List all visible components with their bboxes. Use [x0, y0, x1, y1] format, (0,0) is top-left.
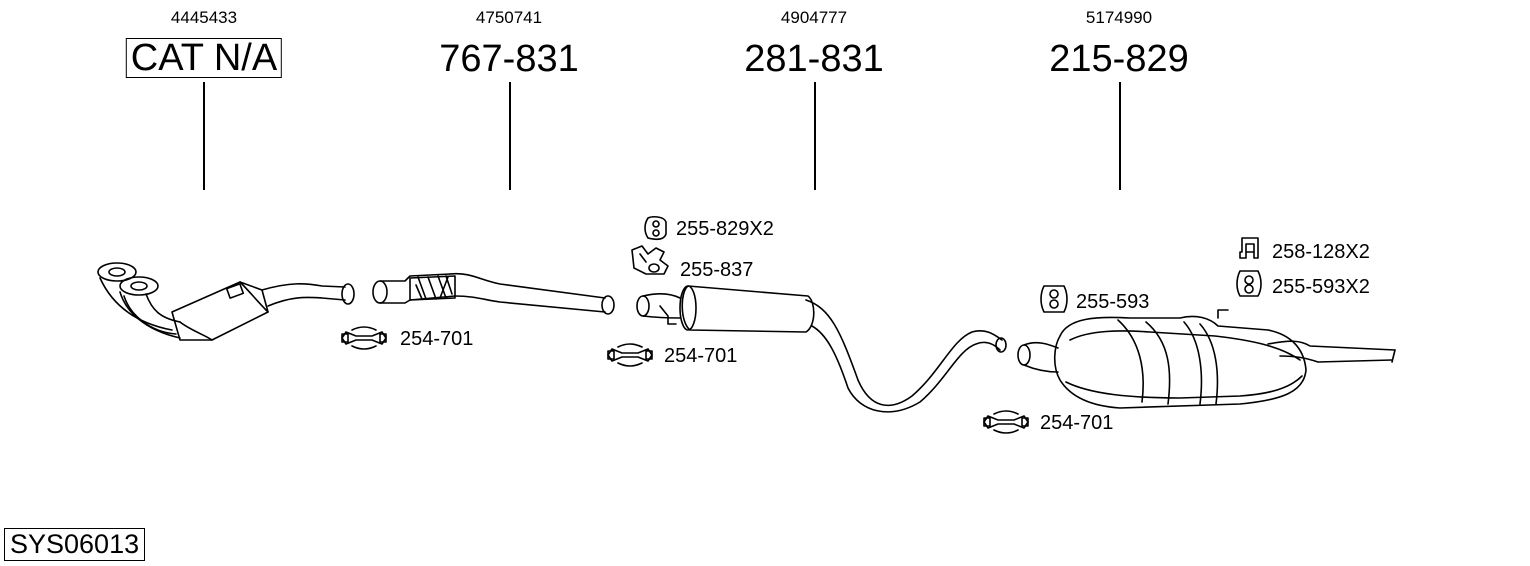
leader-line-4 [1119, 82, 1121, 190]
part-code-1: CAT N/A [125, 38, 283, 78]
leader-line-1 [203, 82, 205, 190]
part-number-4: 5174990 [1085, 8, 1153, 27]
accessory-label-rubber-mount-1: 255-593 [1076, 291, 1150, 313]
mounting-drawing [631, 245, 669, 275]
clamp-drawing-3 [983, 410, 1029, 434]
front-pipe-drawing [372, 272, 615, 315]
catalytic-converter-drawing [97, 262, 355, 341]
bracket-drawing [1239, 237, 1259, 259]
part-code-3: 281-831 [744, 38, 884, 80]
rear-silencer-drawing [1017, 309, 1396, 409]
rubber-mount-drawing-2 [1236, 270, 1262, 297]
accessory-label-bracket: 258-128X2 [1272, 241, 1370, 263]
accessory-label-rubber-mount-2: 255-593X2 [1272, 276, 1370, 298]
accessory-label-mounting: 255-837 [680, 259, 754, 281]
part-number-2: 4750741 [475, 8, 543, 27]
centre-silencer-drawing [636, 285, 1007, 413]
accessory-label-clamp-2: 254-701 [664, 345, 738, 367]
accessory-label-hanger-1: 255-829X2 [676, 218, 774, 240]
part-number-1: 4445433 [170, 8, 238, 27]
accessory-label-clamp-3: 254-701 [1040, 412, 1114, 434]
accessory-label-clamp-1: 254-701 [400, 328, 474, 350]
hanger-drawing-1 [644, 216, 667, 240]
clamp-drawing-1 [341, 326, 387, 350]
leader-line-3 [814, 82, 816, 190]
part-code-4: 215-829 [1049, 38, 1189, 80]
system-code-label: SYS06013 [4, 528, 146, 561]
part-code-2: 767-831 [439, 38, 579, 80]
clamp-drawing-2 [607, 343, 653, 367]
leader-line-2 [509, 82, 511, 190]
part-number-3: 4904777 [780, 8, 848, 27]
rubber-mount-drawing-1 [1040, 285, 1068, 313]
